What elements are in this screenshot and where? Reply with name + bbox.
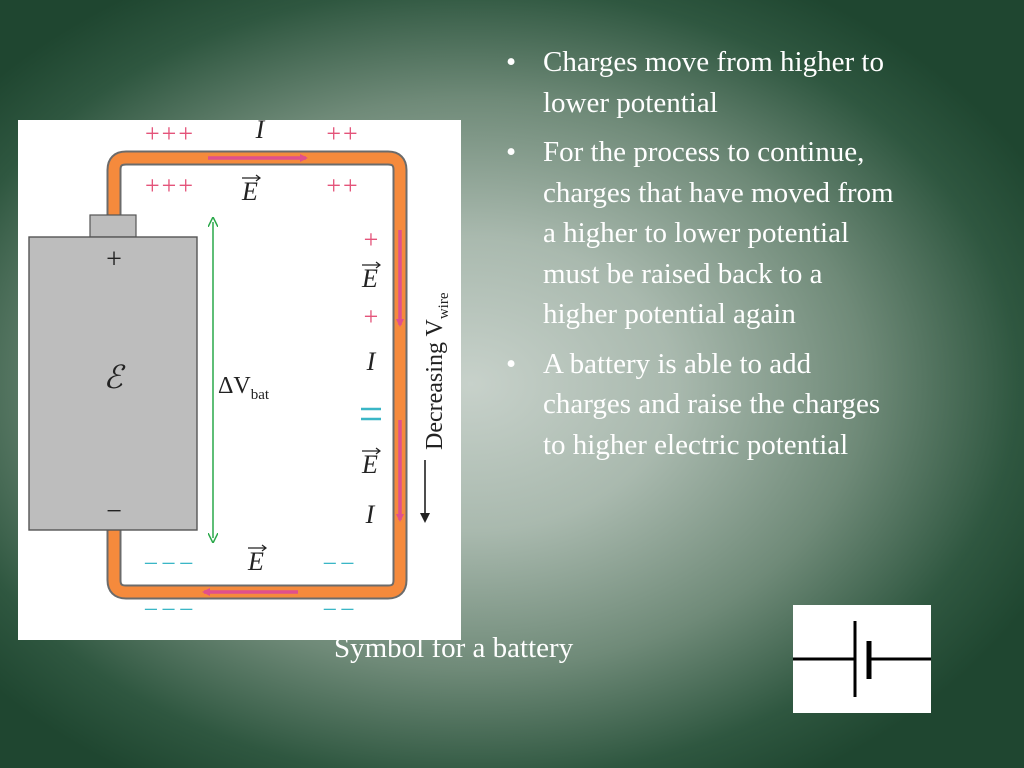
bottom-outer-minus-right: −− bbox=[322, 595, 357, 624]
bullet-item: Charges move from higher to lower potent… bbox=[500, 42, 900, 123]
emf-label: ℰ bbox=[103, 359, 126, 395]
right-plus-charge: + bbox=[364, 302, 379, 331]
decreasing-v-label: Decreasing Vwire bbox=[422, 292, 452, 450]
bottom-outer-minus-left: −−− bbox=[144, 595, 197, 624]
field-vector-arrow bbox=[248, 544, 267, 552]
svg-text:Decreasing Vwire: Decreasing Vwire bbox=[422, 292, 452, 450]
field-vector-arrow bbox=[362, 261, 381, 269]
wire-loop bbox=[106, 150, 408, 600]
current-label-right: I bbox=[366, 347, 377, 376]
top-outer-plus-left: +++ bbox=[145, 120, 195, 148]
battery-symbol-icon bbox=[793, 605, 931, 713]
battery-symbol-caption: Symbol for a battery bbox=[334, 632, 574, 664]
field-label-bottom: E bbox=[247, 547, 264, 576]
delta-v-label: ΔVbat bbox=[218, 373, 270, 403]
battery-plus-sign: + bbox=[106, 244, 122, 275]
field-label-top: E bbox=[241, 177, 258, 206]
field-label-right: E bbox=[361, 450, 378, 479]
current-label-right: I bbox=[365, 500, 376, 529]
bottom-inner-minus-left: −−− bbox=[144, 549, 197, 578]
current-label-top: I bbox=[255, 120, 266, 144]
field-vector-arrow bbox=[242, 174, 261, 182]
battery-terminal bbox=[89, 214, 137, 238]
battery-body bbox=[28, 236, 198, 531]
field-label-right: E bbox=[361, 264, 378, 293]
bullet-item: For the process to continue, charges tha… bbox=[500, 132, 900, 335]
bottom-inner-minus-right: −− bbox=[322, 549, 357, 578]
field-vector-arrow bbox=[362, 447, 381, 455]
top-inner-plus-right: ++ bbox=[326, 171, 359, 200]
right-plus-charge: + bbox=[364, 225, 379, 254]
right-minus-charges bbox=[361, 407, 381, 421]
battery-minus-sign: − bbox=[106, 496, 122, 527]
bullet-item: A battery is able to add charges and rai… bbox=[500, 344, 900, 466]
top-outer-plus-right: ++ bbox=[326, 120, 359, 148]
bullet-list: Charges move from higher to lower potent… bbox=[500, 42, 900, 474]
battery-circuit-diagram: + − ℰ ΔVbat +++ ++ +++ ++ I E + E + I E … bbox=[18, 120, 461, 640]
top-inner-plus-left: +++ bbox=[145, 171, 195, 200]
